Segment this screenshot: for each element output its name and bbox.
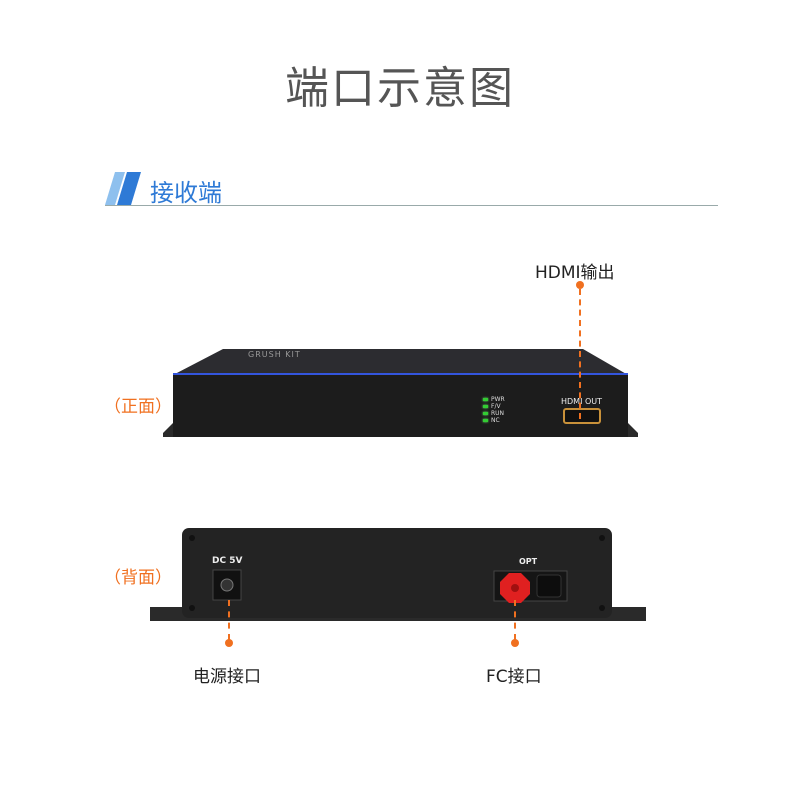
hdmi-port-label: HDMI OUT (561, 397, 603, 406)
fc-callout-label: FC接口 (486, 667, 542, 687)
power-callout-dot (225, 639, 233, 647)
dc-label: DC 5V (212, 556, 243, 566)
front-device: GRUSH KIT PWR F/V RUN NC HDMI OUT (163, 345, 638, 440)
fc-callout-dot (511, 639, 519, 647)
led-run: RUN (483, 410, 505, 417)
fc-callout-line (514, 600, 516, 640)
led-pwr: PWR (483, 396, 505, 403)
back-device: DC 5V OPT (150, 528, 646, 624)
page-title: 端口示意图 (285, 63, 515, 114)
opt-label: OPT (519, 557, 538, 566)
power-callout-label: 电源接口 (193, 667, 261, 687)
led-panel: PWR F/V RUN NC (483, 396, 505, 424)
power-callout-line (228, 600, 230, 640)
front-side-label: （正面） (104, 397, 172, 417)
brand-text: GRUSH KIT (248, 350, 301, 359)
section-divider (105, 205, 718, 206)
hdmi-port (563, 408, 601, 424)
led-fv: F/V (483, 403, 505, 410)
hdmi-callout-label: HDMI输出 (535, 263, 615, 283)
led-nc: NC (483, 417, 505, 424)
callout-dot (576, 281, 584, 289)
back-side-label: （背面） (104, 568, 172, 588)
section-title: 接收端 (150, 179, 222, 207)
callout-line (579, 289, 581, 419)
section-icon (105, 172, 141, 205)
